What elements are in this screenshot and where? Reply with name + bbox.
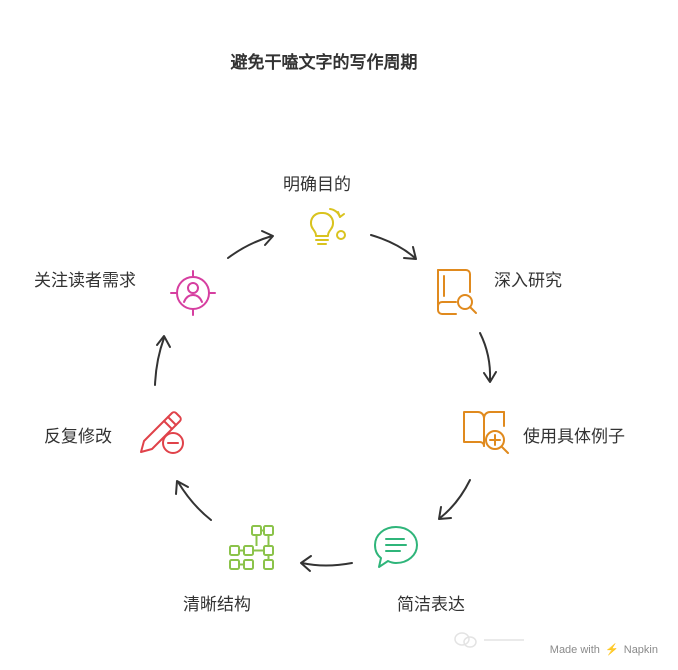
arrow-2-to-3 <box>479 332 497 383</box>
made-with-footer: Made with ⚡ Napkin <box>550 643 658 656</box>
step-label-repeated-revision: 反复修改 <box>44 427 112 447</box>
arrow-7-to-1 <box>227 230 274 259</box>
structure-blocks-icon <box>226 522 278 574</box>
book-search-icon <box>432 266 480 318</box>
arrow-3-to-4 <box>438 479 471 520</box>
step-label-use-concrete-examples: 使用具体例子 <box>523 427 625 447</box>
step-label-deep-research: 深入研究 <box>494 271 562 291</box>
lightbulb-icon <box>300 203 350 253</box>
arrow-5-to-6 <box>175 480 212 521</box>
step-label-focus-reader-needs: 关注读者需求 <box>34 271 136 291</box>
step-label-clarify-purpose: 明确目的 <box>283 175 351 195</box>
diagram-title: 避免干嗑文字的写作周期 <box>230 53 418 73</box>
napkin-logo-icon: ⚡ <box>604 644 619 656</box>
speech-bubble-icon <box>371 523 421 573</box>
pencil-minus-icon <box>137 406 189 458</box>
made-with-text: Made with <box>549 644 600 656</box>
target-user-icon <box>167 267 219 319</box>
arrow-6-to-7 <box>154 335 171 386</box>
arrow-4-to-5 <box>300 555 353 572</box>
napkin-brand-text: Napkin <box>623 644 658 656</box>
step-label-clear-structure: 清晰结构 <box>183 595 251 615</box>
book-plus-icon <box>461 406 513 456</box>
step-label-concise-expression: 简洁表达 <box>397 595 465 615</box>
watermark-icon <box>454 632 524 648</box>
arrow-1-to-2 <box>370 234 417 260</box>
